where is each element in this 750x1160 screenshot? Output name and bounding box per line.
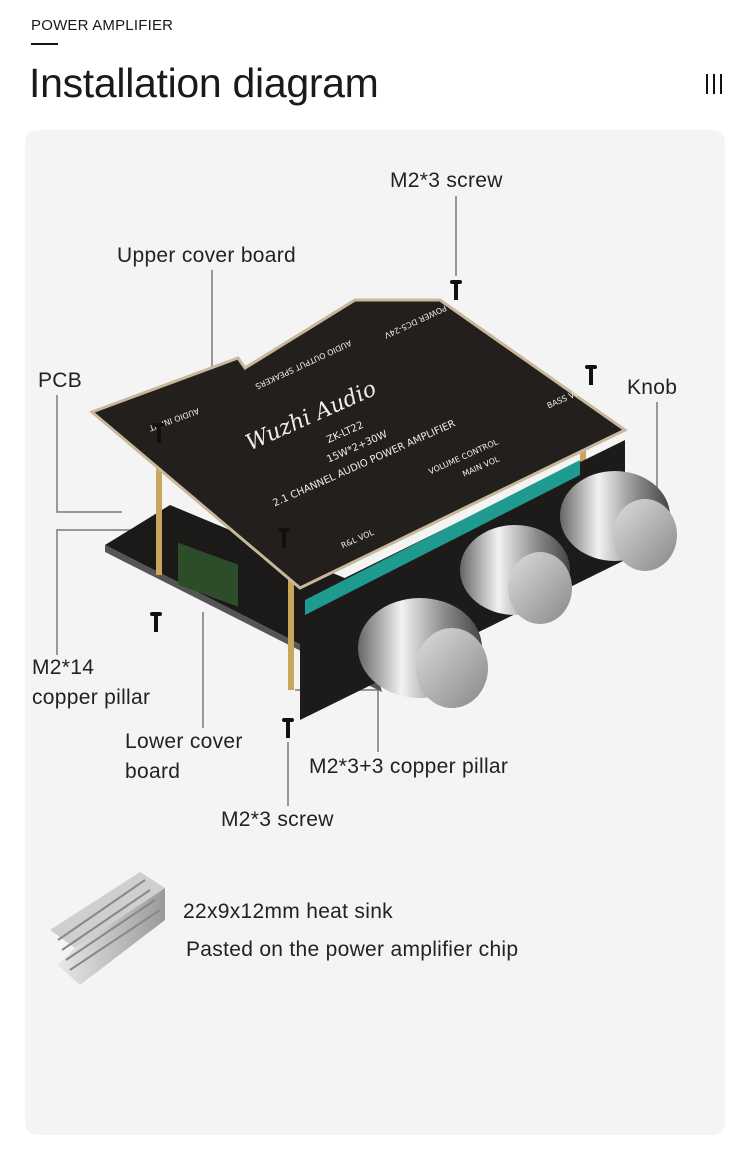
knob-icon [358, 598, 488, 708]
teal-strip [305, 460, 580, 615]
kicker: POWER AMPLIFIER [31, 17, 174, 34]
page-title: Installation diagram [29, 60, 379, 106]
label-pillar33: M2*3+3 copper pillar [309, 755, 509, 778]
label-knob: Knob [627, 376, 678, 399]
label-pcb: PCB [38, 369, 83, 392]
knob-icon [560, 471, 677, 571]
kicker-underline [31, 43, 58, 45]
label-heatsink-note: Pasted on the power amplifier chip [186, 938, 519, 961]
label-pillar14: M2*14 copper pillar [32, 656, 151, 709]
label-heatsink: 22x9x12mm heat sink [183, 900, 393, 923]
label-screw-bottom: M2*3 screw [221, 808, 334, 831]
label-screw-top: M2*3 screw [390, 169, 503, 192]
knob-icon [460, 525, 572, 624]
diagram-card: Wuzhi Audio ZK-LT22 15W*2+30W 2.1 CHANNE… [25, 130, 725, 1135]
menu-icon[interactable] [706, 74, 722, 94]
heat-sink-icon [50, 872, 165, 985]
label-upper-cover: Upper cover board [117, 244, 297, 267]
label-lower-cover: Lower cover board [125, 730, 243, 783]
upper-cover-board: Wuzhi Audio ZK-LT22 15W*2+30W 2.1 CHANNE… [89, 298, 628, 590]
amplifier-illustration: Wuzhi Audio ZK-LT22 15W*2+30W 2.1 CHANNE… [50, 196, 677, 985]
screw-icon [150, 280, 597, 738]
